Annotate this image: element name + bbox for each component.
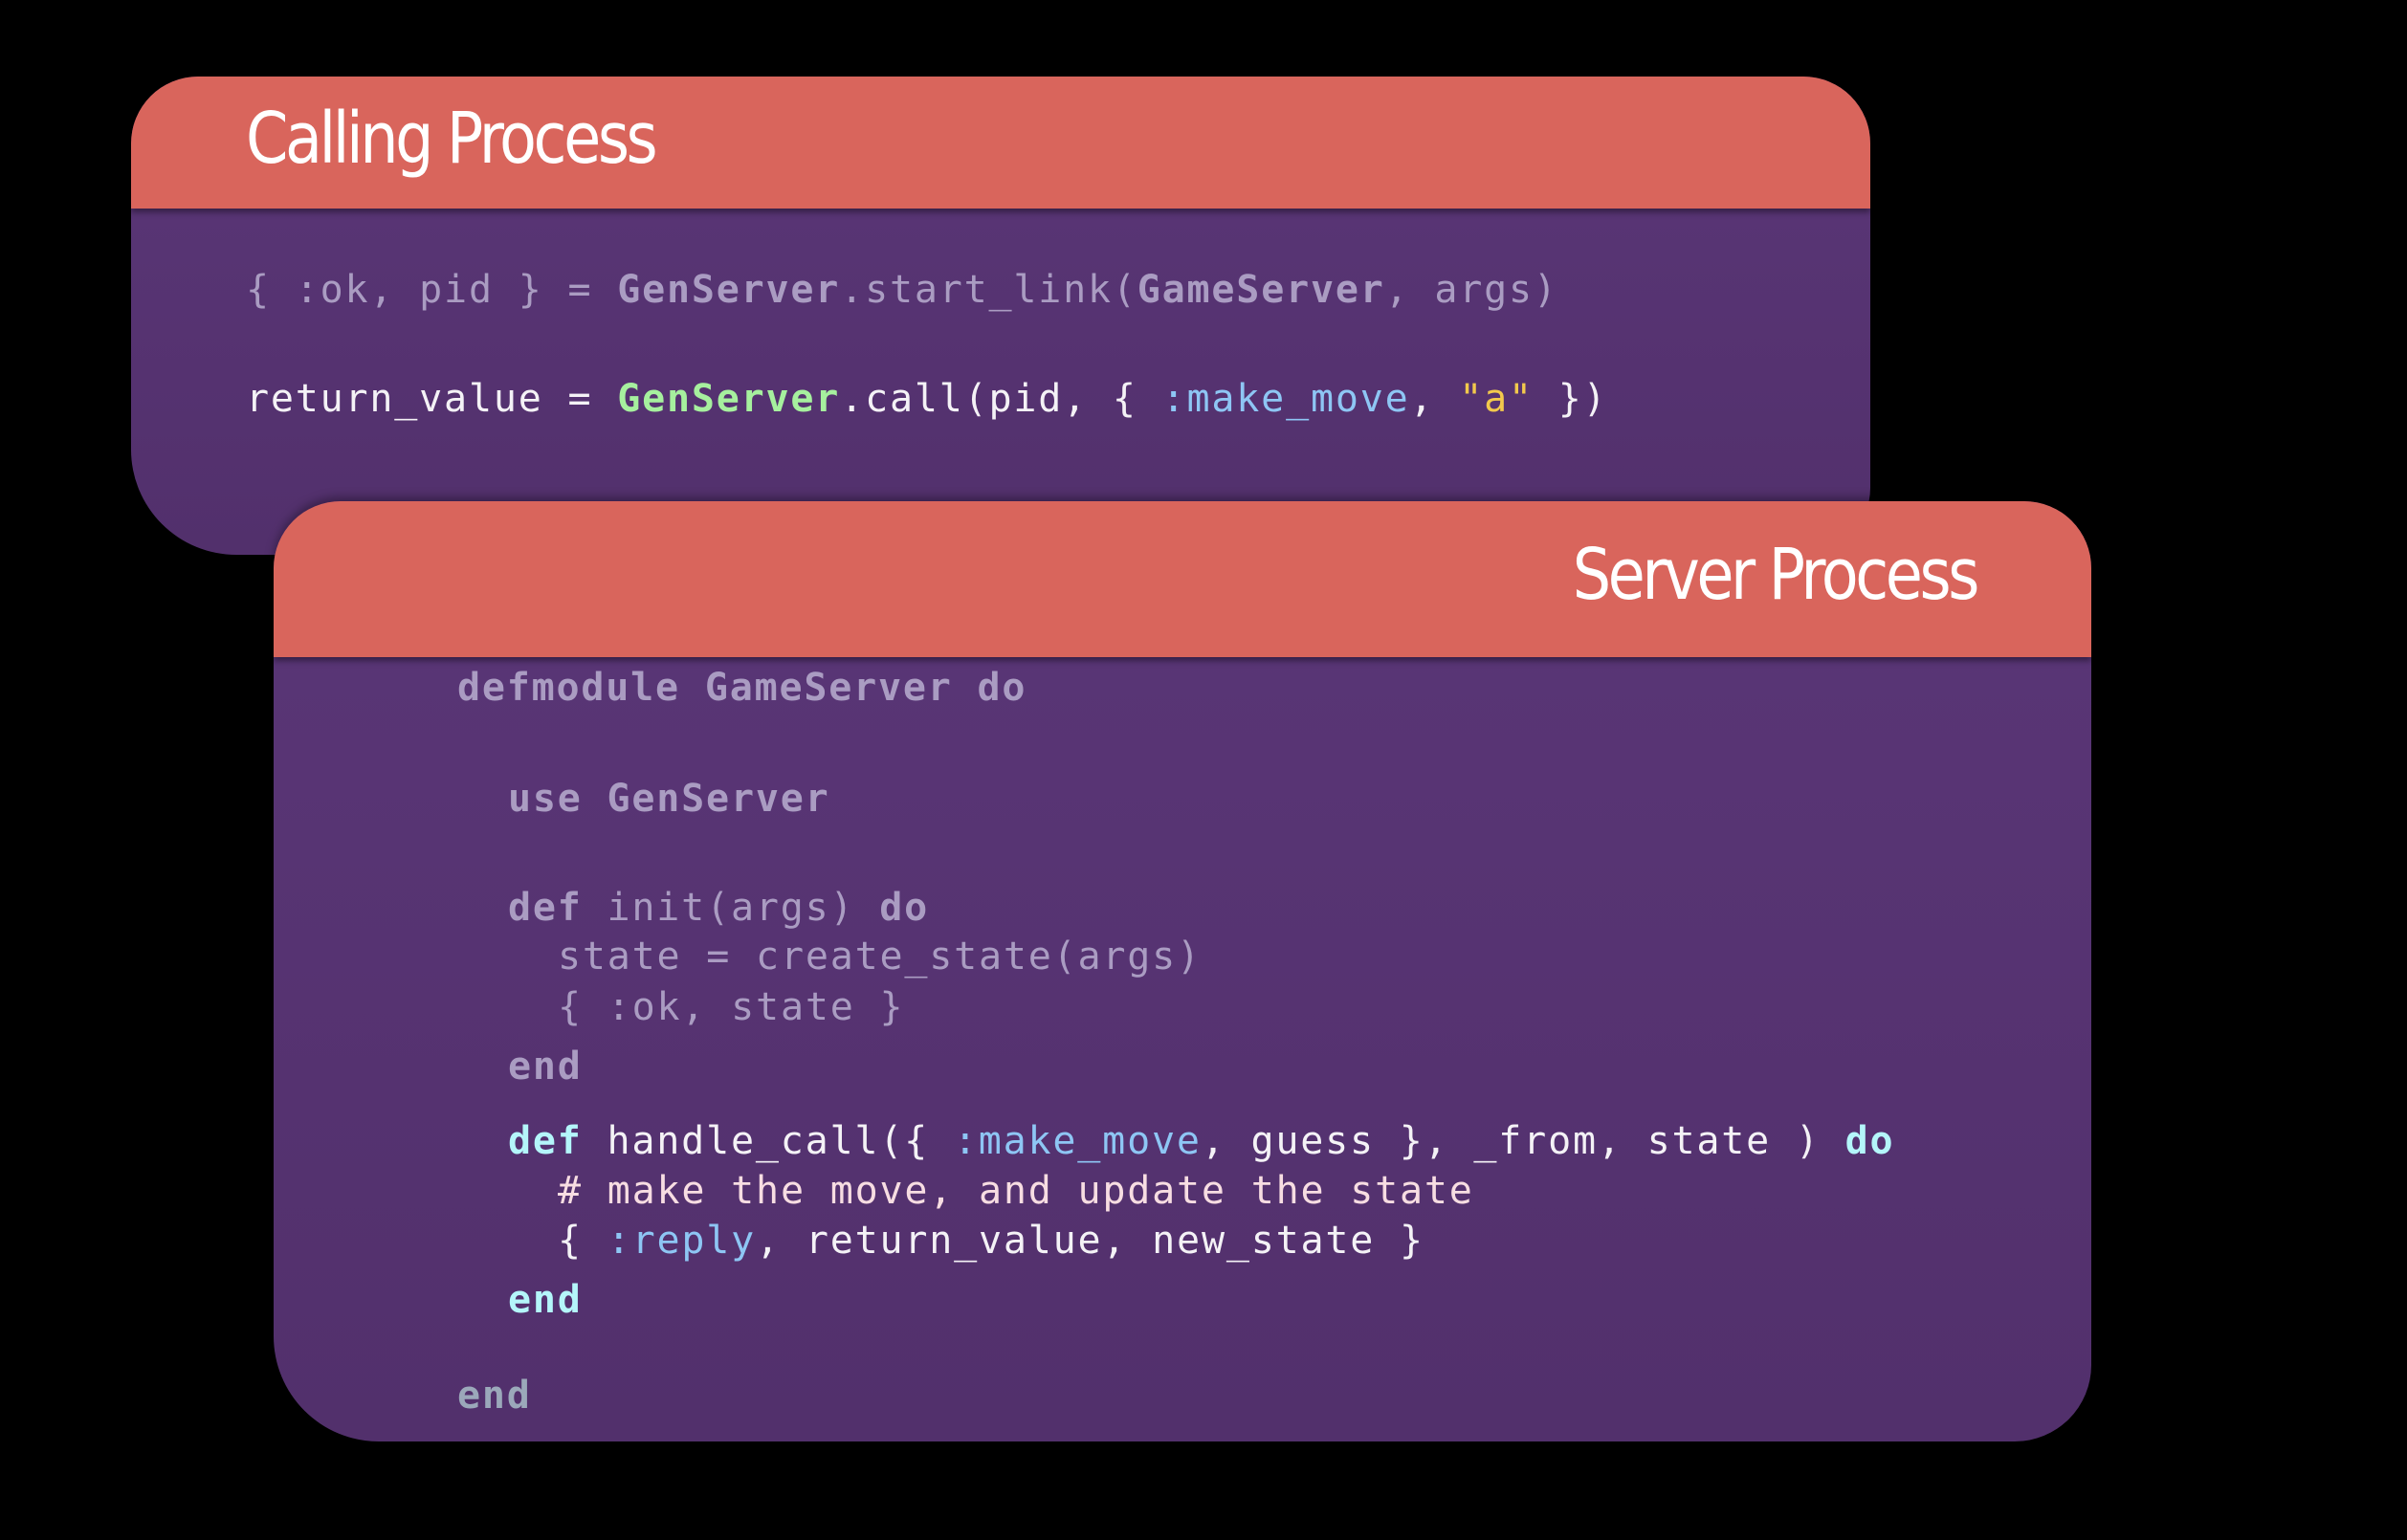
code-token: , args) [1384,268,1558,312]
code-token: GenServer [617,268,841,312]
code-token: GameServer [1137,268,1385,312]
code-line: state = create_state(args) [558,932,1202,981]
code-token: .call(pid, { [840,377,1162,421]
calling-process-title: Calling Process [246,98,658,180]
code-token: end [508,1278,583,1322]
code-line: # make the move, and update the state [558,1166,1474,1216]
code-line: return_value = GenServer.call(pid, { :ma… [246,374,1608,424]
code-token: init(args) [582,886,880,930]
code-token: # make the move, and update the state [558,1169,1474,1213]
code-token: }) [1533,377,1608,421]
code-token: end [508,1045,583,1089]
code-token: "a" [1459,377,1534,421]
code-token: .start_link( [840,268,1137,312]
code-token: return_value = [246,377,618,421]
code-line: end [457,1371,532,1420]
code-token: { [558,1219,607,1263]
code-token: :reply [607,1219,757,1263]
code-token: end [457,1374,532,1418]
code-token: handle_call({ [582,1119,954,1163]
code-line: { :ok, pid } = GenServer.start_link(Game… [246,265,1558,315]
code-token: :make_move [953,1119,1202,1163]
server-process-header: Server Process [274,501,2091,657]
code-token: state = create_state(args) [558,935,1202,979]
calling-process-card: Calling Process { :ok, pid } = GenServer… [131,77,1870,555]
code-token: do [1844,1119,1895,1163]
code-line: { :reply, return_value, new_state } [558,1216,1424,1265]
code-token: { :ok, pid } = [246,268,618,312]
code-line: defmodule GameServer do [457,663,1027,713]
code-token: :make_move [1161,377,1410,421]
server-process-title: Server Process [1572,534,1980,616]
calling-process-header: Calling Process [131,77,1870,209]
code-line: { :ok, state } [558,982,904,1032]
code-token: , return_value, new_state } [756,1219,1424,1263]
code-token: , guess }, _from, state ) [1201,1119,1845,1163]
code-token: def [508,886,583,930]
code-line: end [508,1275,583,1325]
code-line: def handle_call({ :make_move, guess }, _… [508,1116,1894,1166]
code-token: def [508,1119,583,1163]
code-token: GenServer [617,377,841,421]
code-token: { :ok, state } [558,985,905,1029]
code-token: , [1409,377,1460,421]
code-line: def init(args) do [508,883,929,933]
code-token: do [879,886,930,930]
code-token: defmodule GameServer do [457,666,1027,710]
server-process-card: Server Process defmodule GameServer do us… [274,501,2091,1441]
code-line: end [508,1042,583,1091]
code-token: use GenServer [508,777,830,821]
code-line: use GenServer [508,774,829,824]
